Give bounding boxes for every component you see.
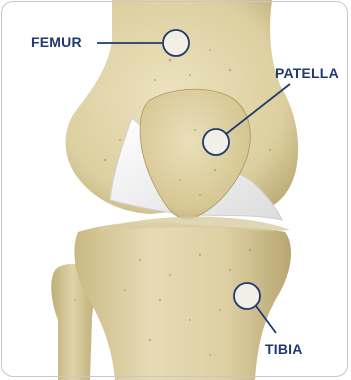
tibia-label: TIBIA <box>265 341 303 357</box>
tibia-marker <box>234 283 260 309</box>
patella-marker <box>203 129 229 155</box>
femur-label: FEMUR <box>31 34 82 50</box>
femur-marker <box>163 30 189 56</box>
patella-label: PATELLA <box>275 65 339 81</box>
